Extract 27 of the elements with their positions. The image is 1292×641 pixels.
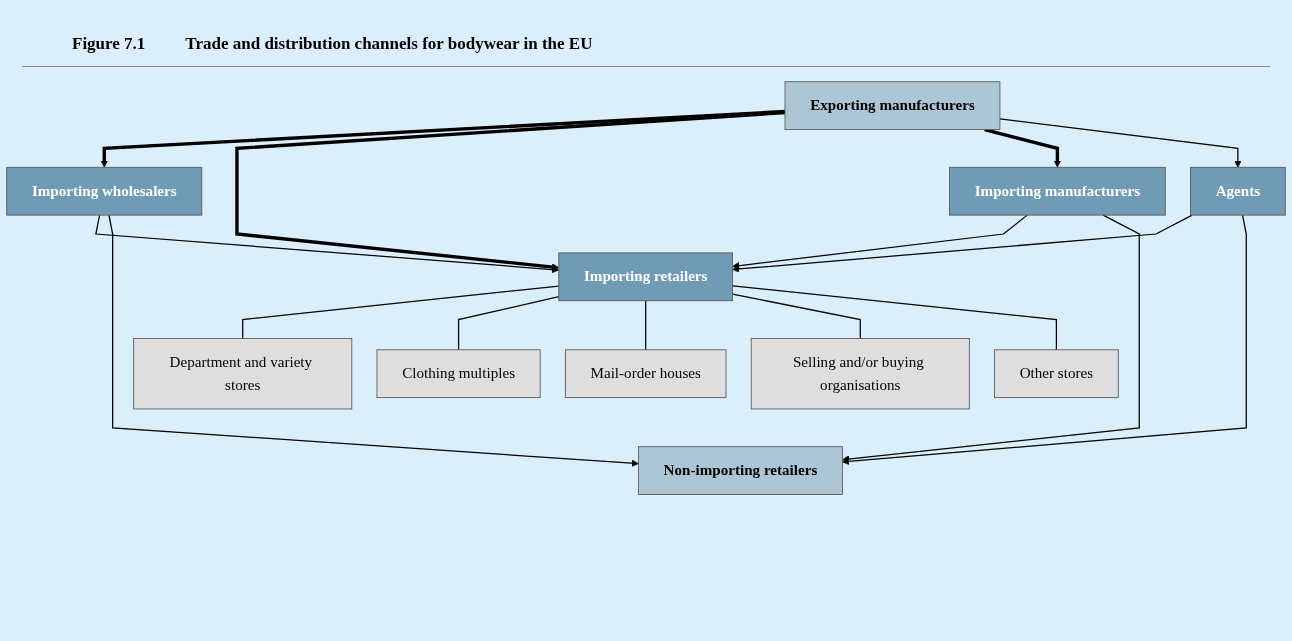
connector bbox=[731, 293, 861, 340]
connector bbox=[457, 296, 560, 351]
node-box: Selling and/or buying organisations bbox=[750, 338, 970, 410]
figure-title: Trade and distribution channels for bodywear in the EU bbox=[185, 34, 593, 54]
arrow bbox=[95, 214, 560, 274]
node-box: Other stores bbox=[994, 349, 1119, 399]
arrow bbox=[235, 110, 786, 271]
node-box: Department and variety stores bbox=[133, 338, 353, 410]
connector bbox=[731, 285, 1058, 351]
connector bbox=[645, 300, 647, 351]
arrow bbox=[842, 214, 1247, 466]
arrow bbox=[999, 118, 1242, 168]
arrow bbox=[732, 214, 1193, 273]
node-box: Mail-order houses bbox=[564, 349, 727, 399]
figure-number: Figure 7.1 bbox=[72, 34, 146, 54]
arrow bbox=[732, 214, 1028, 270]
arrow bbox=[100, 109, 786, 168]
node-box: Agents bbox=[1190, 166, 1286, 216]
node-box: Importing retailers bbox=[558, 252, 733, 302]
node-box: Non-importing retailers bbox=[638, 446, 843, 495]
node-box: Clothing multiples bbox=[376, 349, 541, 399]
node-box: Exporting manufacturers bbox=[784, 81, 1001, 130]
node-box: Importing manufacturers bbox=[949, 166, 1166, 216]
arrow bbox=[108, 214, 639, 467]
node-box: Importing wholesalers bbox=[6, 166, 203, 216]
connector bbox=[242, 285, 560, 340]
arrow bbox=[842, 214, 1140, 463]
